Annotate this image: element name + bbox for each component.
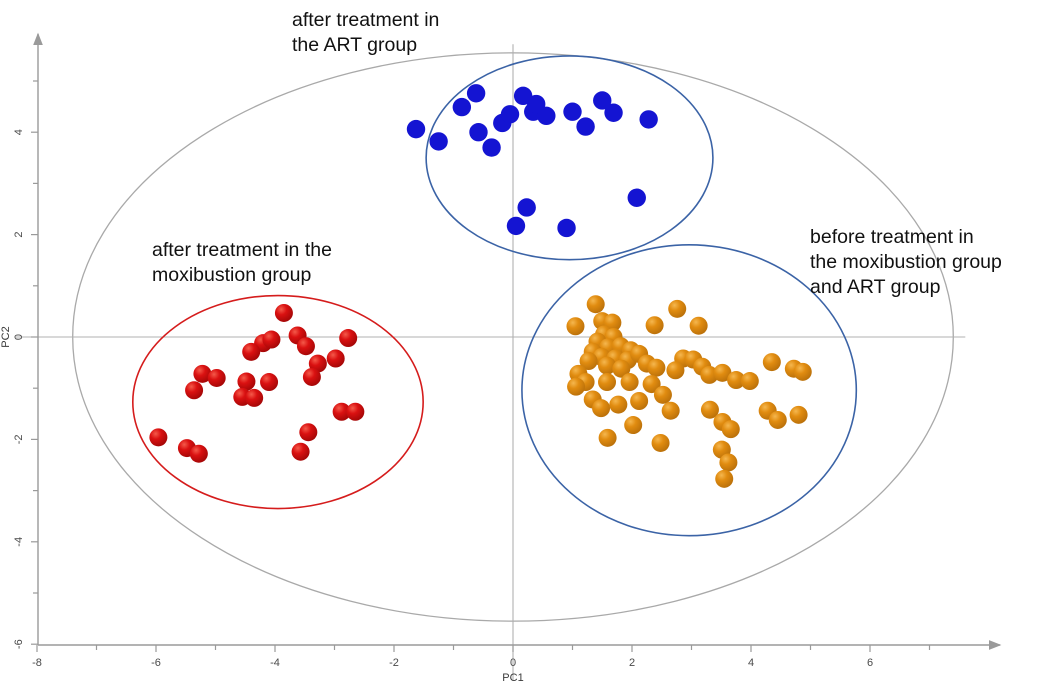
data-point <box>598 373 617 392</box>
axis-layer <box>31 32 1002 652</box>
data-point <box>274 303 293 322</box>
data-point <box>567 377 586 396</box>
zero-lines-layer <box>15 44 966 681</box>
data-point <box>193 364 212 383</box>
data-point <box>537 106 556 126</box>
data-point <box>630 392 649 410</box>
x-axis-title: PC1 <box>502 672 523 684</box>
x-axis-tick-label: -6 <box>151 657 161 669</box>
data-point <box>346 402 365 421</box>
x-axis-tick-label: 0 <box>510 657 516 669</box>
data-point <box>406 119 426 139</box>
data-point <box>339 329 358 348</box>
x-axis-tick-label: 6 <box>867 657 873 669</box>
data-point <box>500 105 520 124</box>
group-confidence-ellipse <box>425 55 714 261</box>
data-point <box>557 218 576 238</box>
data-point <box>598 428 617 447</box>
x-axis-tick-label: 4 <box>748 657 754 669</box>
data-point <box>762 353 781 372</box>
data-point <box>719 453 738 472</box>
data-point <box>740 372 759 391</box>
data-point <box>566 317 585 336</box>
data-point <box>604 103 623 122</box>
data-point <box>563 102 582 121</box>
data-point <box>653 385 672 404</box>
data-point <box>789 405 808 424</box>
data-point <box>586 295 605 314</box>
data-point <box>645 316 664 335</box>
data-points-layer <box>149 84 812 488</box>
annotation-before-treatment: before treatment in the moxibustion grou… <box>810 226 1002 298</box>
data-point <box>609 395 628 414</box>
x-axis-tick-label: -2 <box>389 657 399 669</box>
data-point <box>666 361 685 380</box>
data-point <box>793 362 812 381</box>
data-point <box>579 352 598 371</box>
data-point <box>291 442 310 461</box>
data-point <box>642 375 661 394</box>
data-point <box>302 367 321 386</box>
data-point <box>517 198 536 217</box>
data-point <box>469 123 488 142</box>
x-axis-tick-label: 2 <box>629 657 635 669</box>
y-axis-tick-label: 4 <box>13 129 25 135</box>
data-point <box>576 117 595 136</box>
data-point <box>689 316 708 335</box>
data-point <box>713 363 732 382</box>
data-point <box>242 342 261 361</box>
data-point <box>326 349 345 368</box>
data-point <box>296 337 315 356</box>
data-point <box>593 91 612 110</box>
data-point <box>506 216 526 236</box>
data-point <box>700 400 719 419</box>
y-axis-tick-label: 2 <box>13 232 25 238</box>
x-axis-tick-label: -4 <box>270 657 280 669</box>
data-point <box>185 381 204 400</box>
data-point <box>661 401 680 420</box>
data-point <box>592 399 611 418</box>
y-axis-title: PC2 <box>0 326 12 347</box>
data-point <box>245 388 264 407</box>
data-point <box>189 444 208 463</box>
data-point <box>207 368 226 387</box>
group-ellipse-layer <box>131 55 858 537</box>
data-point <box>260 373 279 392</box>
data-point <box>598 356 617 375</box>
data-point <box>624 416 643 435</box>
data-point <box>668 299 687 318</box>
annotation-after-art-group: after treatment in the ART group <box>292 9 440 56</box>
data-point <box>332 402 351 421</box>
y-axis-tick-label: 0 <box>13 334 25 340</box>
data-point <box>466 84 486 103</box>
data-point <box>647 358 666 377</box>
data-point <box>299 423 318 442</box>
data-point <box>627 188 646 207</box>
x-axis-tick-label: -8 <box>32 657 42 669</box>
data-point <box>482 138 501 157</box>
group-confidence-ellipse <box>131 294 424 510</box>
group-confidence-ellipse <box>521 244 858 537</box>
y-axis-tick-label: -4 <box>13 537 25 547</box>
data-point <box>612 359 631 378</box>
data-point <box>651 433 670 452</box>
data-point <box>715 469 734 488</box>
annotation-after-moxibustion-group: after treatment in the moxibustion group <box>152 239 332 286</box>
data-point <box>768 410 787 429</box>
data-point <box>262 330 281 349</box>
data-point <box>452 97 472 117</box>
data-point <box>513 86 533 106</box>
data-point <box>639 110 658 129</box>
data-point <box>149 428 168 447</box>
data-point <box>727 371 746 390</box>
data-point <box>237 372 256 391</box>
data-point <box>429 132 448 151</box>
data-point <box>620 373 639 392</box>
data-point <box>721 420 740 439</box>
y-axis-tick-label: -2 <box>13 435 25 445</box>
y-axis-tick-label: -6 <box>13 639 25 649</box>
